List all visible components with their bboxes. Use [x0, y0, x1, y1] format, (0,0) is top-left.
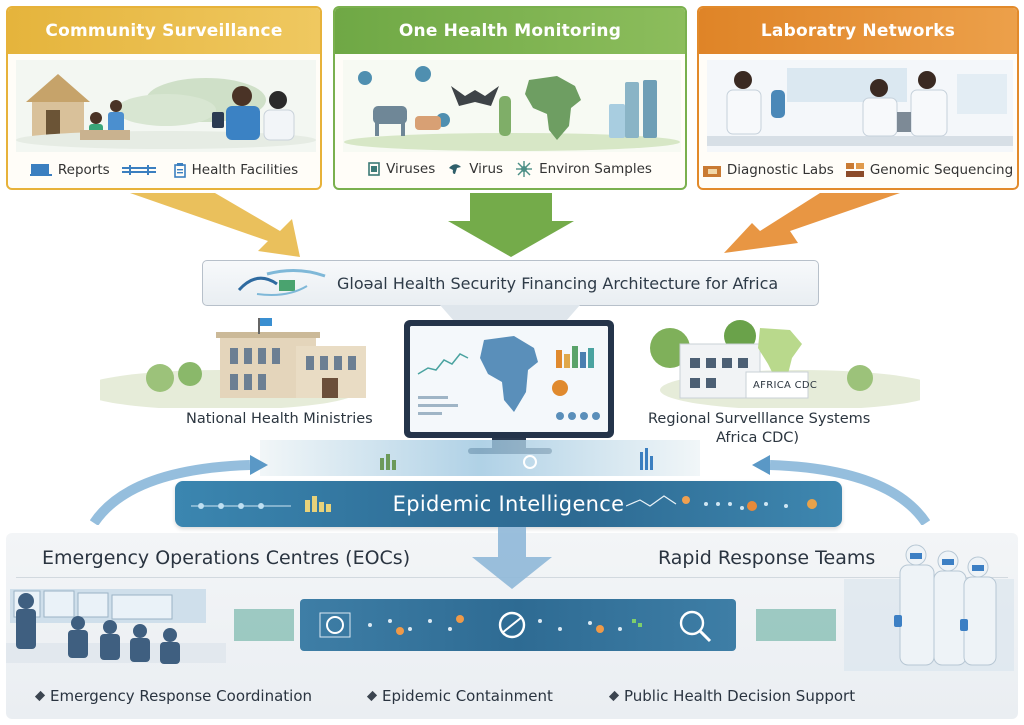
financing-connector — [440, 305, 580, 321]
africa-cdc-sign: AFRICA CDC — [753, 380, 818, 391]
legend-label: Diagnostic Labs — [726, 162, 834, 178]
outcome-item: Emergency Response Coordination — [34, 687, 313, 705]
outcome-item: Epidemic Containment — [366, 687, 553, 705]
diamond-bullet-icon — [366, 690, 378, 702]
left-curved-arrow — [90, 455, 268, 525]
outcome-label: Epidemic Containment — [382, 687, 553, 705]
laboratory-scene-illustration — [707, 60, 1013, 152]
finance-flow-icon — [237, 269, 326, 296]
hut-roof — [26, 74, 90, 102]
africa-map — [525, 76, 581, 140]
legend-item: Health Facilities — [173, 162, 299, 178]
rapid-response-illustration — [844, 544, 1014, 671]
panel-legend: Diagnostic Labs Genomic Sequencing — [699, 162, 1017, 178]
legend-label: Health Facilities — [191, 162, 299, 178]
panel-legend: Viruses Virus Environ Samples — [335, 160, 685, 178]
legend-item: Reports — [29, 162, 110, 178]
dashboard-monitor — [404, 320, 614, 438]
data-strip — [260, 440, 700, 476]
africa-cdc-building — [650, 320, 809, 399]
rapid-response-heading: Rapid Response Teams — [658, 547, 876, 569]
panel-title: Community Surveillance — [8, 8, 320, 54]
diamond-bullet-icon — [34, 690, 46, 702]
bat-icon — [451, 86, 499, 106]
ministry-building — [216, 318, 366, 398]
legend-item — [121, 165, 162, 175]
financing-architecture-bar: Gloəal Health Security Financing Archite… — [202, 260, 819, 306]
bar-chart — [556, 346, 594, 368]
legend-item: Environ Samples — [515, 160, 652, 178]
community-scene-illustration — [16, 60, 316, 152]
legend-label: Genomic Sequencing — [869, 162, 1014, 178]
dashboard-screen — [410, 326, 608, 432]
clipboard-icon — [173, 162, 186, 178]
panel-title: One Health Monitoring — [335, 8, 685, 54]
national-health-ministries-label: National Health Ministries — [186, 411, 373, 427]
bird-icon — [449, 164, 462, 174]
epidemic-intelligence-title: Epidemic Intelligence — [392, 492, 625, 516]
community-surveillance-panel: Community Surveillance Reports Health Fa… — [6, 6, 322, 190]
africa-map — [480, 336, 538, 412]
trend-line — [417, 353, 469, 375]
down-arrow — [472, 527, 552, 589]
eoc-illustration — [6, 589, 226, 664]
response-data-panel — [300, 599, 736, 651]
legend-label: Environ Samples — [539, 161, 652, 177]
left-connector — [234, 609, 294, 641]
eoc-heading: Emergency Operations Centres (EOCs) — [42, 547, 411, 569]
sequencer-icon — [845, 163, 864, 177]
square-icon — [368, 162, 380, 176]
globe-icon — [498, 611, 526, 639]
flow-arrows — [130, 193, 900, 257]
globe-icon — [326, 616, 344, 634]
epidemic-intelligence-bar: Epidemic Intelligence — [175, 481, 842, 527]
signal-nodes-icon — [626, 495, 817, 511]
legend-label: Viruses — [386, 161, 436, 177]
right-connector — [756, 609, 836, 641]
outcome-label: Public Health Decision Support — [624, 687, 856, 705]
arrow-laboratory — [724, 193, 900, 253]
outcome-item: Public Health Decision Support — [608, 687, 856, 705]
legend-label: Virus — [469, 161, 504, 177]
legend-item: Diagnostic Labs — [702, 162, 834, 178]
legend-item: Genomic Sequencing — [845, 162, 1014, 178]
diamond-bullet-icon — [608, 690, 620, 702]
one-health-scene-illustration — [343, 60, 681, 152]
outcome-label: Emergency Response Coordination — [50, 687, 313, 705]
laboratory-networks-panel: Laboratry Networks Diagnostic Labs Genom… — [697, 6, 1019, 190]
one-health-monitoring-panel: One Health Monitoring Viruses Virus Envi… — [333, 6, 687, 190]
panel-title: Laboratry Networks — [699, 8, 1017, 54]
middle-landscape — [100, 318, 920, 408]
legend-item: Virus — [447, 161, 503, 177]
arrow-community — [130, 193, 300, 257]
right-curved-arrow — [752, 455, 930, 525]
data-nodes-icon — [191, 496, 331, 512]
regional-surveillance-label-line1: Regional Survelllance Systems — [648, 411, 871, 427]
legend-item: Viruses — [368, 161, 435, 177]
magnifier-icon — [679, 610, 705, 636]
lab-equipment-icon — [702, 166, 721, 177]
legend-label: Reports — [57, 162, 110, 178]
laptop-icon — [29, 164, 52, 176]
arrow-one-health — [448, 193, 574, 257]
financing-title: Gloəal Health Security Financing Archite… — [337, 273, 779, 293]
panel-legend: Reports Health Facilities — [8, 162, 320, 178]
regional-surveillance-label-line2: Africa CDC) — [716, 430, 800, 446]
response-data-visual — [319, 610, 712, 643]
network-link-icon — [121, 165, 156, 175]
virus-icon — [516, 161, 533, 177]
